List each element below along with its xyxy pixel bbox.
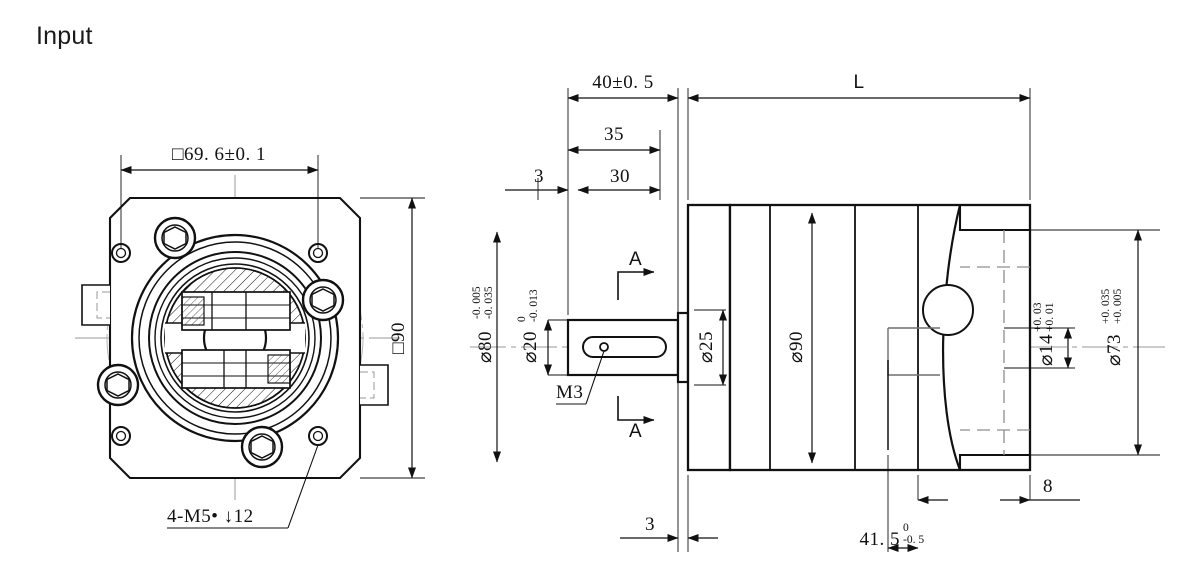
dim-dia-80: ⌀80 -0. 005 -0. 035 <box>471 231 501 463</box>
dim-41-5-value: 41. 5 <box>860 529 901 550</box>
dim-dia-73-value: ⌀73 <box>1104 334 1125 366</box>
dim-30: 30 <box>577 166 661 194</box>
clamp-screw-lower <box>181 349 291 389</box>
dim-35: 35 <box>567 124 661 154</box>
socket-head-screws <box>96 216 345 469</box>
dim-40: 40±0. 5 <box>567 72 679 102</box>
dim-30-label: 30 <box>610 166 630 187</box>
dim-dia-73-upper-tol: +0. 035 <box>1100 289 1112 324</box>
dim-dia-20-value: ⌀20 <box>520 331 541 363</box>
dim-dia-90: ⌀90 <box>786 212 816 464</box>
housing-barrel <box>728 203 1032 472</box>
dim-dia-20-upper-tol: 0 <box>516 316 528 322</box>
dim-dia-73: ⌀73 +0. 035 +0. 005 <box>1100 229 1142 456</box>
socket-screw <box>240 425 284 469</box>
dim-dia-25-label: ⌀25 <box>696 331 717 363</box>
dim-dia-14-lower-tol: +0. 01 <box>1044 302 1056 332</box>
tapped-holes <box>111 243 328 446</box>
callout-4-m5-label: 4-M5• ↓12 <box>167 506 254 527</box>
dim-40-label: 40±0. 5 <box>592 72 653 93</box>
housing-partitions <box>769 205 919 470</box>
callout-m3: M3 <box>556 350 605 405</box>
dim-L-label: L <box>853 72 864 93</box>
tapped-hole <box>111 243 131 263</box>
dim-dia-80-lower-tol: -0. 035 <box>483 286 495 319</box>
page-title: Input <box>36 22 93 50</box>
dim-dia-14-upper-tol: +0. 03 <box>1032 302 1044 332</box>
section-mark-a-bottom: A <box>617 396 655 442</box>
shaft-keyway <box>582 336 667 358</box>
section-mark-a-top: A <box>617 249 655 300</box>
dim-41-5-lower-tol: -0. 5 <box>903 534 924 546</box>
bottom-extension-lines <box>677 380 1031 552</box>
section-mark-a-top-label: A <box>629 249 642 270</box>
dim-dia-20-lower-tol: -0. 013 <box>528 289 540 322</box>
dim-41-5-upper-tol: 0 <box>903 522 909 534</box>
dim-dia-90-label: ⌀90 <box>786 331 807 363</box>
dim-dia-25: ⌀25 <box>694 309 727 386</box>
dim-41-5: 41. 5 0 -0. 5 <box>860 500 924 552</box>
cable-gland-boss <box>922 284 974 336</box>
dim-square-90-label: □90 <box>388 322 409 354</box>
dim-square-90: □90 <box>388 197 416 479</box>
dim-L: L <box>687 72 1031 102</box>
dim-3-top: 3 <box>505 166 569 194</box>
callout-m3-label: M3 <box>556 382 583 403</box>
front-flange-view: □69. 6±0. 1 □90 4-M5• ↓12 <box>75 144 425 529</box>
socket-screw <box>153 216 197 260</box>
rear-step-bottom <box>958 453 1030 470</box>
flange-right-tab <box>360 364 389 406</box>
socket-screw <box>301 278 345 322</box>
pilot-flange-block <box>686 203 732 472</box>
dim-8-label: 8 <box>1043 476 1053 497</box>
adapter-curve <box>941 204 962 471</box>
m3-tapped-hole <box>599 342 609 352</box>
callout-4-m5: 4-M5• ↓12 <box>167 444 319 529</box>
dim-69-6-label: □69. 6±0. 1 <box>172 144 266 165</box>
gearbox-housing <box>686 203 1032 472</box>
dim-3-bottom: 3 <box>620 514 718 542</box>
dim-69-6: □69. 6±0. 1 <box>120 144 319 174</box>
dim-dia-20: ⌀20 0 -0. 013 <box>516 289 570 376</box>
dim-3-bottom-label: 3 <box>645 514 655 535</box>
dim-dia-14-value: ⌀14 <box>1036 334 1057 366</box>
socket-screw <box>96 363 140 407</box>
dim-35-label: 35 <box>604 124 624 145</box>
rear-step-top <box>958 205 1030 232</box>
side-section-view: 40±0. 5 L 35 3 30 <box>470 72 1165 552</box>
shaft-shoulder <box>676 311 690 384</box>
clamp-screw-upper <box>181 291 291 331</box>
dim-dia-73-lower-tol: +0. 005 <box>1112 289 1124 324</box>
dim-3-top-label: 3 <box>534 166 544 187</box>
dim-dia-80-value: ⌀80 <box>475 331 496 363</box>
tapped-hole <box>111 426 131 446</box>
section-mark-a-bottom-label: A <box>629 421 642 442</box>
hidden-bore-lines <box>960 230 1030 455</box>
tapped-hole <box>308 426 328 446</box>
dim-dia-14: ⌀14 +0. 03 +0. 01 <box>1032 302 1072 369</box>
dim-8: 8 <box>917 476 1080 504</box>
output-shaft <box>566 311 690 384</box>
pilot-boss-rings <box>130 233 340 443</box>
flange-left-tab <box>81 284 110 326</box>
dim-dia-80-upper-tol: -0. 005 <box>471 286 483 319</box>
